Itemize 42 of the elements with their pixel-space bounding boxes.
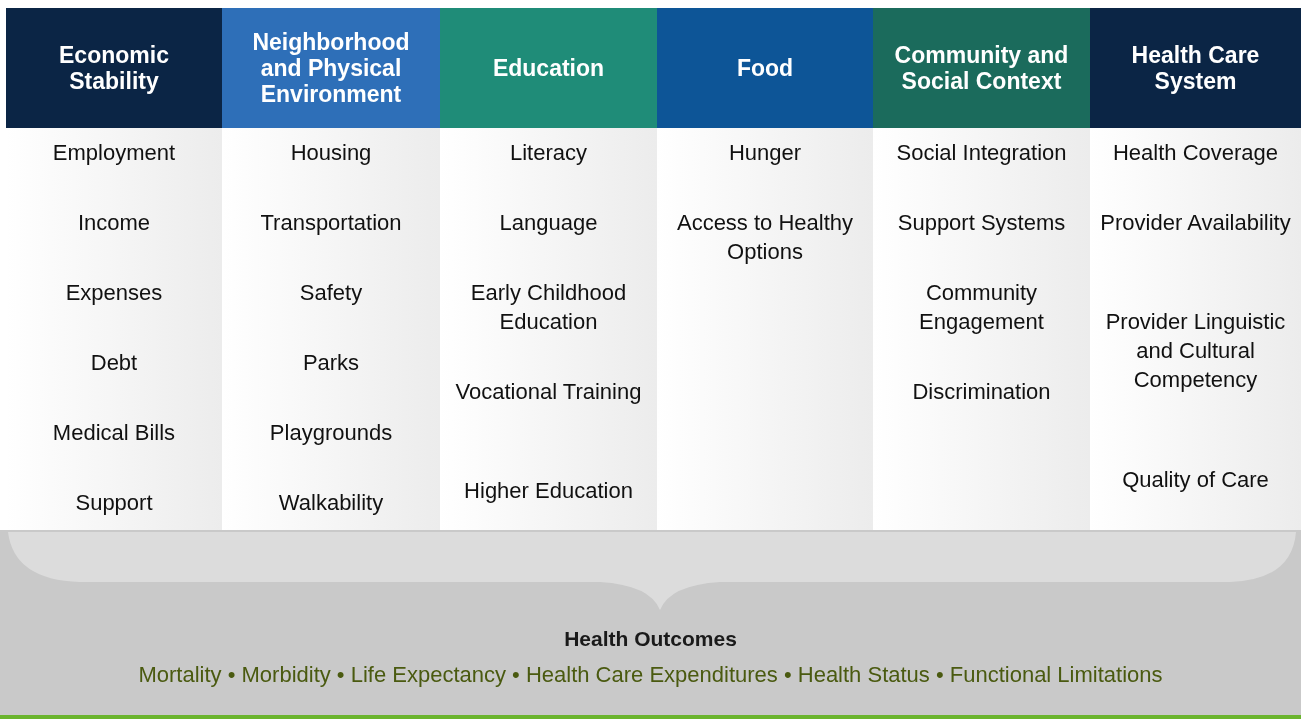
column-header: Economic Stability <box>58 42 170 94</box>
factor-text: Social Integration <box>877 138 1086 167</box>
category-column <box>222 8 440 530</box>
factor-text: Walkability <box>226 488 436 517</box>
column-header: Education <box>491 55 606 81</box>
factor-text: Provider Availability <box>1094 208 1297 237</box>
category-column <box>873 8 1090 530</box>
factor-text: Playgrounds <box>226 418 436 447</box>
factor-text: Expenses <box>10 278 218 307</box>
column-header: Community and Social Context <box>893 42 1070 94</box>
factor-text: Vocational Training <box>444 377 653 406</box>
band-title: Health Outcomes <box>563 627 738 651</box>
category-column <box>6 8 222 530</box>
factor-text: Hunger <box>661 138 869 167</box>
factor-text: Safety <box>226 278 436 307</box>
column-header: Health Care System <box>1130 42 1261 94</box>
column-header: Food <box>735 55 795 81</box>
factor-text: Access to Healthy Options <box>661 208 869 266</box>
factor-text: Health Coverage <box>1094 138 1297 167</box>
factor-text: Community Engagement <box>877 278 1086 336</box>
factor-text: Parks <box>226 348 436 377</box>
factor-text: Medical Bills <box>10 418 218 447</box>
factor-text: Language <box>444 208 653 237</box>
factor-text: Housing <box>226 138 436 167</box>
column-header: Neighborhood and Physical Environment <box>251 29 411 107</box>
factor-text: Support <box>10 488 218 517</box>
factor-text: Early Childhood Education <box>444 278 653 336</box>
factor-text: Support Systems <box>877 208 1086 237</box>
factor-text: Discrimination <box>877 377 1086 406</box>
factor-text: Higher Education <box>444 476 653 505</box>
factor-text: Provider Linguistic and Cultural Competency <box>1094 307 1297 394</box>
factor-text: Income <box>10 208 218 237</box>
outcomes-band <box>0 530 1301 719</box>
factor-text: Literacy <box>444 138 653 167</box>
factor-text: Transportation <box>226 208 436 237</box>
category-column <box>1090 8 1301 530</box>
factor-text: Quality of Care <box>1094 465 1297 494</box>
factor-text: Debt <box>10 348 218 377</box>
factor-text: Employment <box>10 138 218 167</box>
category-column <box>657 8 873 530</box>
outcomes-list: Mortality • Morbidity • Life Expectancy • Health Care Expenditures • Health Status • Functional Limitations <box>0 662 1301 688</box>
category-column <box>440 8 657 530</box>
